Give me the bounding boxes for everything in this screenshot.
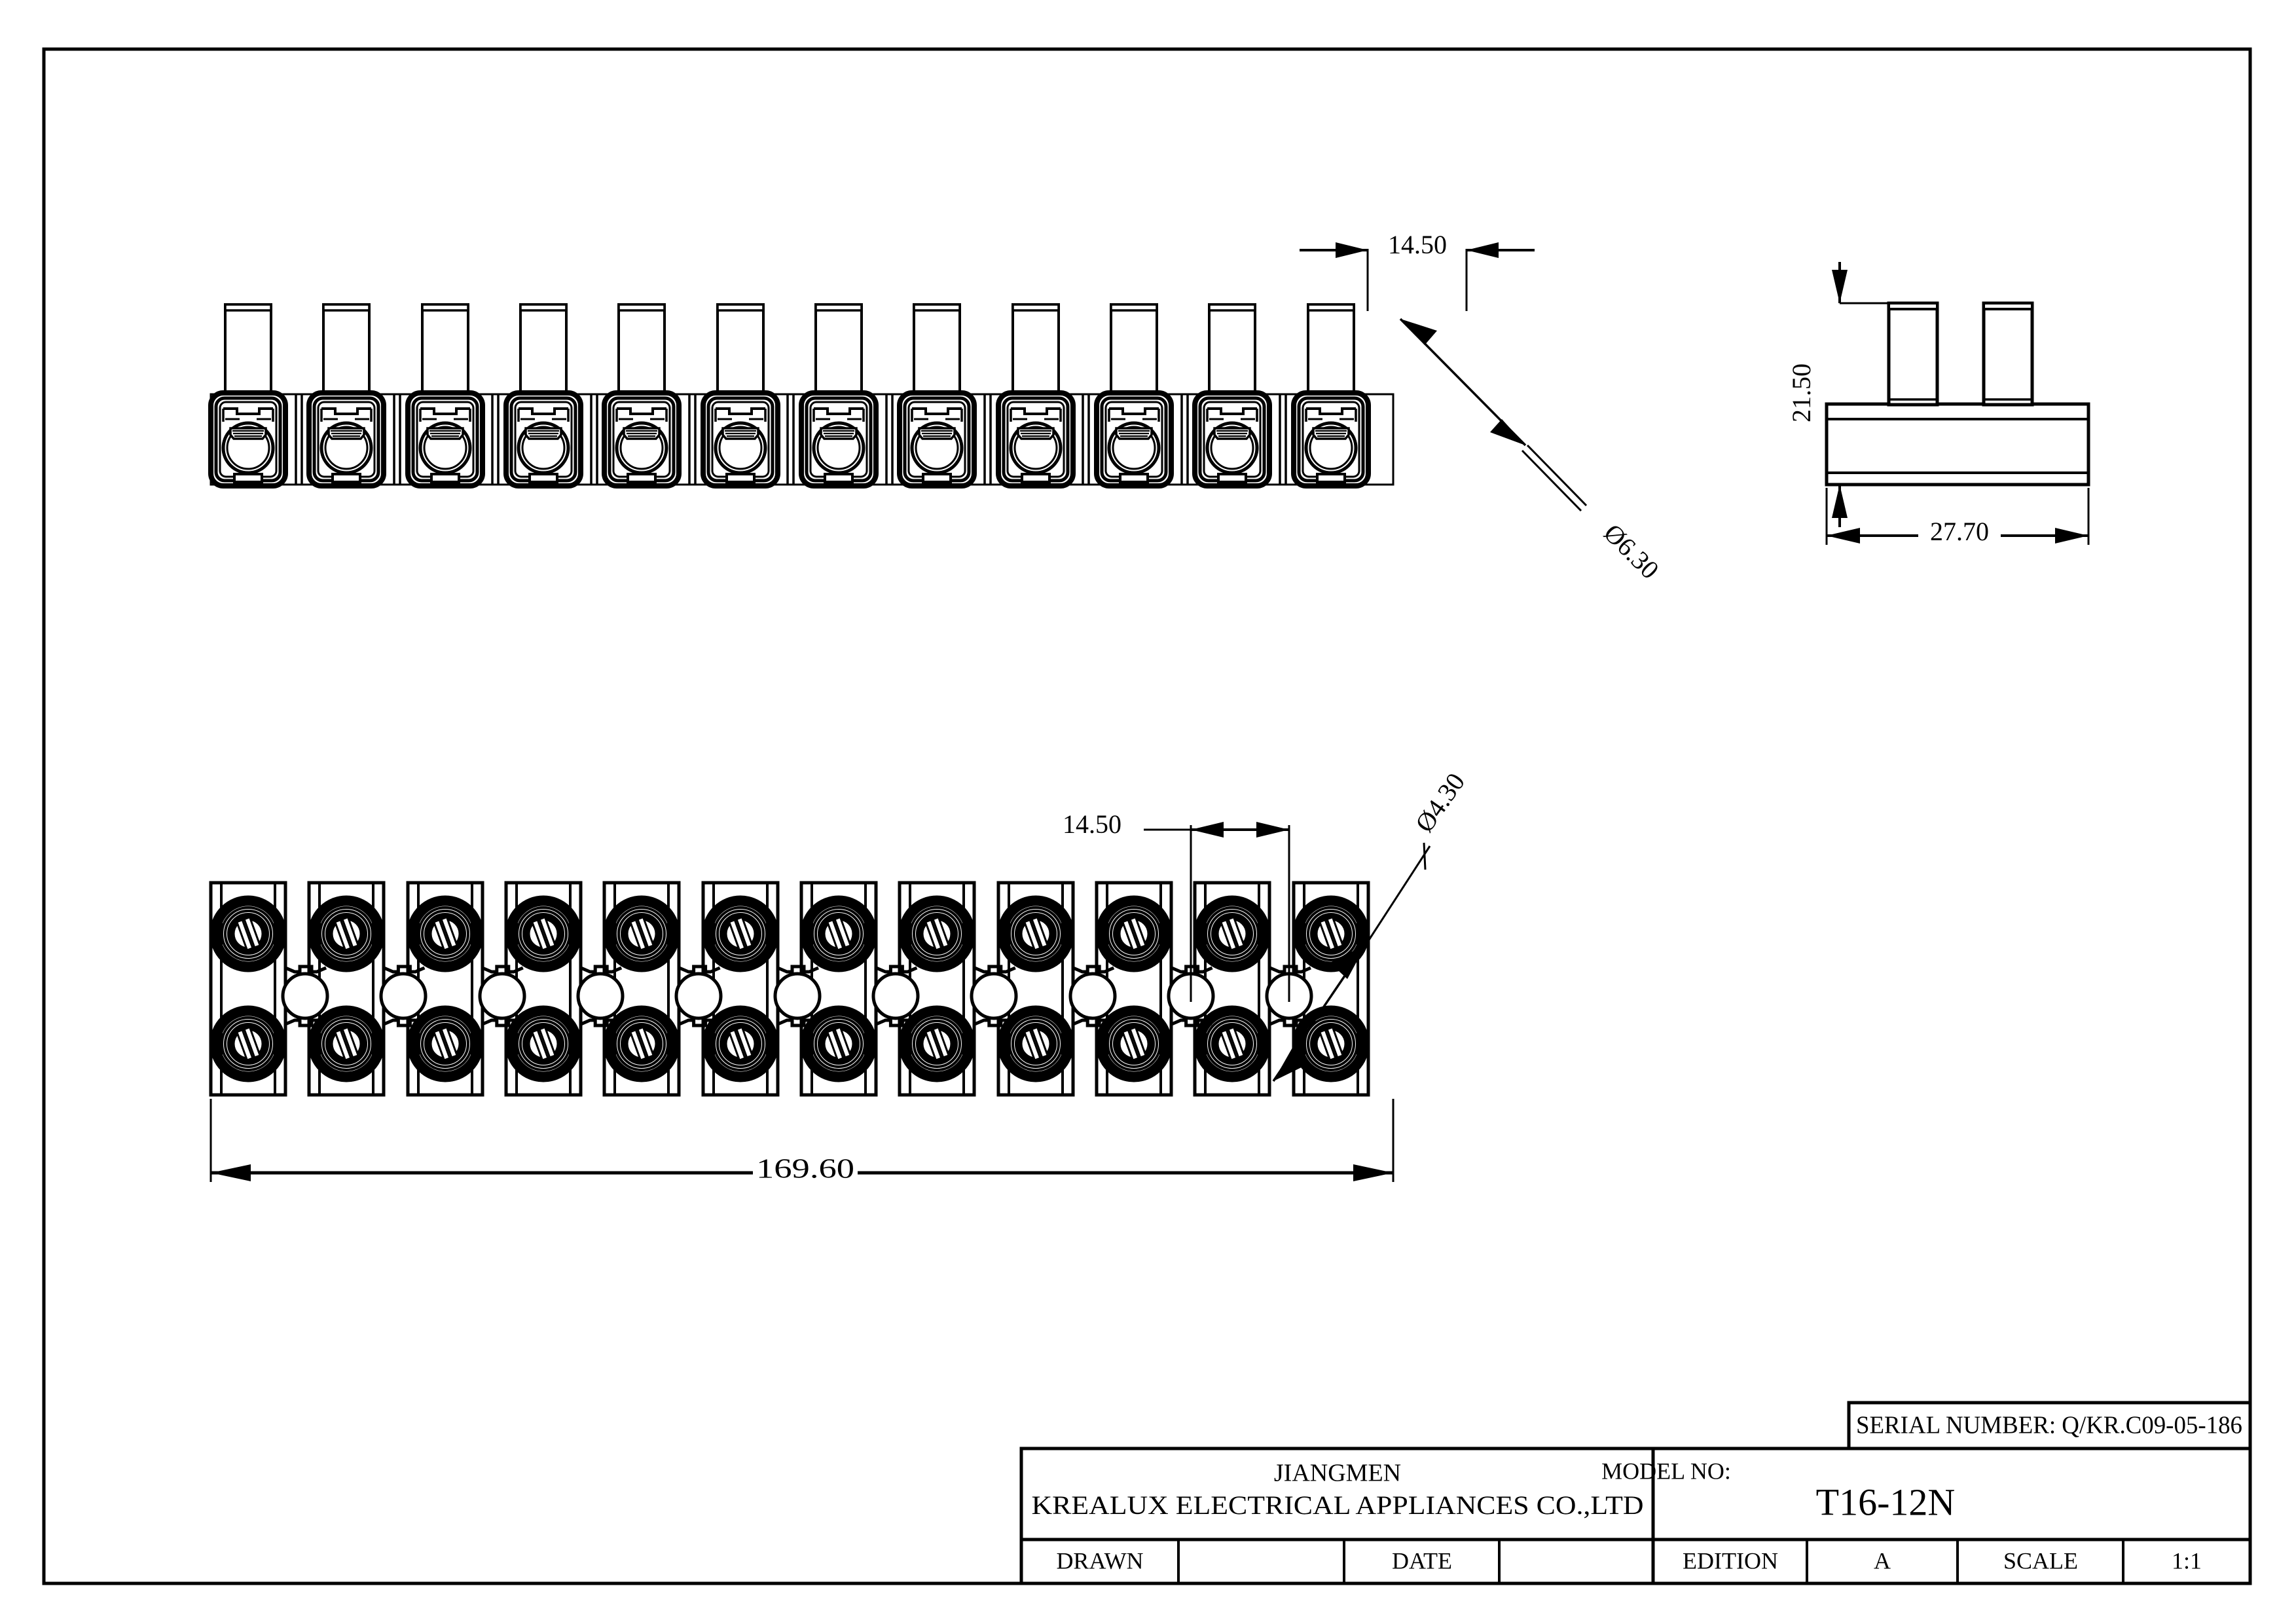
model-no-label: MODEL NO: [1601,1458,1731,1484]
front-elevation-view: 14.50 Ø6.30 [211,230,1665,585]
side-tab-right [1982,301,2034,407]
plan-pole-1 [211,883,285,1095]
bottom-connecting-webs [285,965,1311,1025]
edition-label: EDITION [1683,1547,1778,1574]
dimension-depth-label: 27.70 [1930,517,1989,546]
side-body [1825,402,2090,487]
side-tab-left [1887,301,1939,407]
dimension-pitch-bottom-label: 14.50 [1063,809,1121,839]
dimension-height: 21.50 [1787,262,1889,527]
title-block: SERIAL NUMBER: Q/KR.C09-05-186 JIANGMEN … [1019,1401,2252,1585]
dimension-height-label: 21.50 [1787,363,1816,422]
side-elevation-view: 21.50 27.70 [1787,262,2090,550]
drawn-label: DRAWN [1056,1547,1143,1574]
bottom-mounting-holes [281,972,1313,1020]
scale-value: 1:1 [2172,1547,2202,1574]
dimension-overall-length: 169.60 [210,1099,1394,1188]
scale-label: SCALE [2003,1547,2078,1574]
edition-value: A [1874,1547,1891,1574]
dimension-pitch-front-label: 14.50 [1388,230,1447,259]
company-line-1: JIANGMEN [1274,1460,1401,1487]
dimension-depth: 27.70 [1825,488,2090,550]
model-no-value: T16-12N [1816,1481,1956,1523]
serial-number-text: SERIAL NUMBER: Q/KR.C09-05-186 [1856,1412,2242,1439]
dimension-pitch-front: 14.50 [1300,230,1535,311]
dimension-overall-length-label: 169.60 [756,1154,854,1185]
company-line-2: KREALUX ELECTRICAL APPLIANCES CO.,LTD [1032,1490,1644,1520]
bottom-plan-view: 14.50 Ø4.30 169.60 [211,767,1470,1188]
date-label: DATE [1392,1547,1452,1574]
dimension-pitch-bottom: 14.50 [1063,809,1290,1002]
title-block-outer [1019,1447,2252,1585]
